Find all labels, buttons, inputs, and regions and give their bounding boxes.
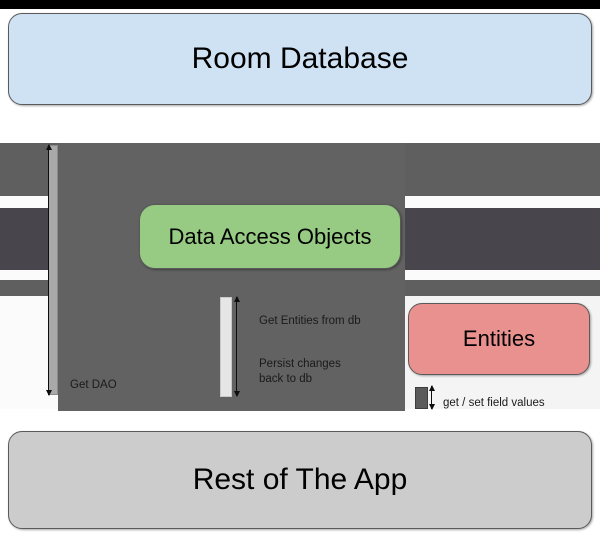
node-rest-of-the-app[interactable]: Rest of The App xyxy=(8,431,592,529)
edge-label-get-entities-from-db: Get Entities from db xyxy=(259,315,361,327)
edge-label-get-dao: Get DAO xyxy=(70,379,117,391)
arrow-get-dao xyxy=(46,144,52,396)
arrow-head-down-icon xyxy=(429,404,435,410)
node-entities[interactable]: Entities xyxy=(408,303,590,375)
activation-bar-dao-calls xyxy=(220,297,232,397)
arrow-head-down-icon xyxy=(46,390,52,396)
edge-label-get-set-field-values: get / set field values xyxy=(443,397,545,409)
arrow-head-up-icon xyxy=(234,296,240,302)
arrow-head-up-icon xyxy=(429,385,435,391)
activation-bar-entities xyxy=(415,387,428,409)
edge-label-persist-changes-back-to-db: Persist changes back to db xyxy=(259,358,341,385)
node-room-database-label: Room Database xyxy=(191,42,409,75)
node-rest-of-the-app-label: Rest of The App xyxy=(192,463,408,496)
arrow-dao-calls xyxy=(234,296,240,397)
activation-bar-get-dao xyxy=(48,145,58,395)
node-room-database[interactable]: Room Database xyxy=(8,13,592,105)
arrow-head-down-icon xyxy=(234,391,240,397)
top-black-strip xyxy=(0,0,600,9)
arrow-head-up-icon xyxy=(46,144,52,150)
arrow-entity-field-access xyxy=(429,385,435,410)
node-entities-label: Entities xyxy=(462,326,536,351)
node-data-access-objects[interactable]: Data Access Objects xyxy=(139,204,401,269)
node-data-access-objects-label: Data Access Objects xyxy=(168,223,372,249)
